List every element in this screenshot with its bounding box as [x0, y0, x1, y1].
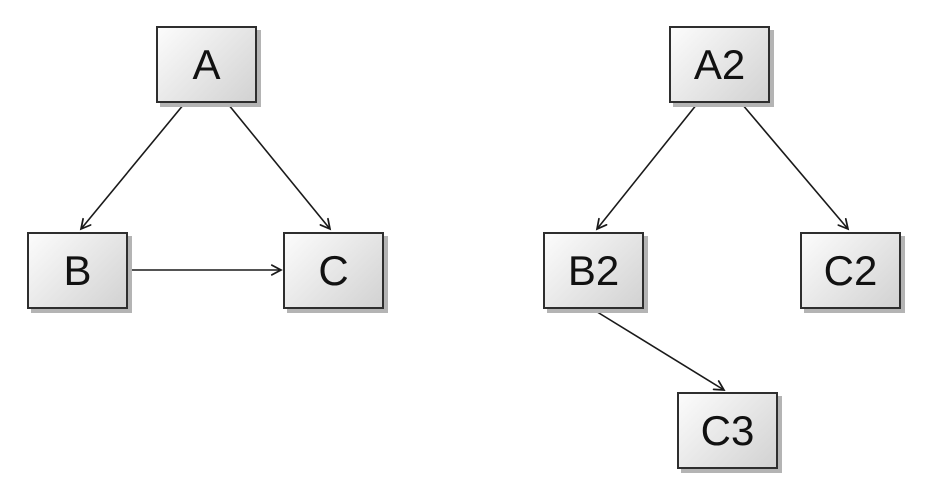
node-a2-label: A2 [693, 40, 746, 88]
node-c3[interactable]: C3 [677, 392, 778, 469]
node-c[interactable]: C [283, 232, 384, 309]
node-c-label: C [318, 246, 349, 294]
node-b[interactable]: B [27, 232, 128, 309]
node-a-label: A [192, 40, 221, 88]
node-b2[interactable]: B2 [543, 232, 644, 309]
node-b-label: B [63, 246, 92, 294]
node-c2[interactable]: C2 [800, 232, 901, 309]
node-c3-label: C3 [700, 406, 755, 454]
edge-a-c[interactable] [227, 103, 332, 231]
node-a[interactable]: A [156, 26, 257, 103]
edge-a-b[interactable] [79, 103, 185, 231]
edge-a2-c2[interactable] [741, 103, 850, 231]
edge-a2-b2[interactable] [595, 103, 698, 231]
edge-b2-c3[interactable] [593, 309, 726, 391]
node-b2-label: B2 [567, 246, 620, 294]
node-c2-label: C2 [823, 246, 878, 294]
node-a2[interactable]: A2 [669, 26, 770, 103]
